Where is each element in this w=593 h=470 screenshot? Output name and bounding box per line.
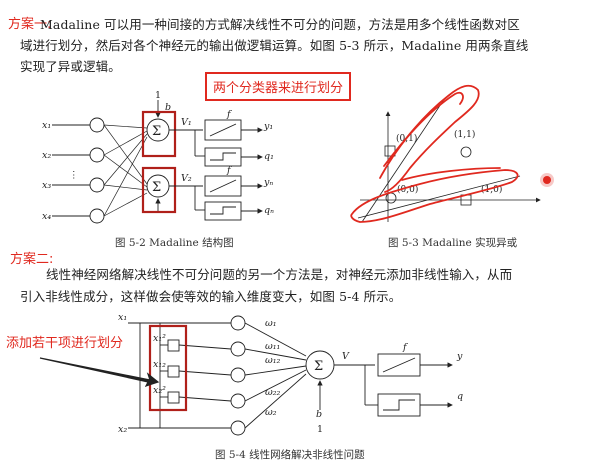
fig54-f: f [402, 342, 408, 353]
point-1-1 [460, 146, 472, 158]
fig52-qn: qₙ [264, 205, 274, 216]
fig54-sum: Σ [314, 359, 323, 374]
fig52-bias: 1 [155, 90, 161, 101]
fig54-x1sq: x₁² [153, 333, 166, 344]
fig52-dots: ⋮ [69, 170, 79, 181]
fig52-v1: V₁ [181, 117, 192, 128]
figure-5-4 [128, 315, 453, 436]
figure-5-2 [52, 100, 263, 224]
paragraph1-line1: Madaline 可以用一种间接的方式解决线性不可分的问题，方法是用多个线性函数… [40, 17, 520, 32]
fig52-sum2: Σ [152, 180, 161, 195]
input-node-2 [89, 147, 105, 163]
fig53-p00: (0,0) [397, 184, 418, 195]
fig52-f2: f [226, 165, 232, 176]
input-node-1 [89, 117, 105, 133]
fig54-x2sq: x₂² [153, 385, 166, 396]
fig52-sum1: Σ [152, 124, 161, 139]
fig54-v: V [342, 351, 350, 362]
scheme2-label: 方案二: [10, 252, 54, 267]
fig54-one: 1 [317, 424, 323, 435]
fig52-x1: x₁ [42, 120, 51, 131]
fig53-p10: (1,0) [481, 184, 502, 195]
fig54-x2: x₂ [118, 424, 127, 435]
fig54-x12: x₁₂ [153, 359, 166, 370]
paragraph1-line3: 实现了异或逻辑。 [20, 59, 121, 74]
fig53-p11: (1,1) [454, 129, 475, 140]
annotation-box-note: 两个分类器来进行划分 [205, 72, 352, 101]
fig52-f1: f [226, 109, 232, 120]
input-node-4 [89, 208, 105, 224]
input-node-3 [89, 177, 105, 193]
annotation-arrow-icon [39, 357, 160, 388]
fig52-x2: x₂ [42, 150, 51, 161]
fig52-caption: 图 5-2 Madaline 结构图 [115, 236, 234, 249]
scheme1-label: 方案一: [8, 17, 52, 32]
annotation-left-note: 添加若干项进行划分 [6, 336, 124, 351]
fig54-b: b [316, 409, 322, 420]
fig54-caption: 图 5-4 线性网络解决非线性问题 [215, 448, 365, 461]
fig53-caption: 图 5-3 Madaline 实现异或 [388, 236, 518, 249]
fig52-y1: y₁ [263, 121, 273, 132]
fig54-w12: ω₁₂ [265, 355, 281, 366]
figure-5-3 [357, 97, 541, 223]
point-0-0 [385, 192, 397, 204]
fig54-x1: x₁ [118, 312, 127, 323]
fig52-x4: x₄ [42, 211, 51, 222]
fig52-v2: V₂ [181, 173, 192, 184]
red-hand-outlines [350, 84, 519, 223]
red-marker-dot [543, 176, 551, 184]
fig54-q: q [457, 391, 463, 402]
paragraph2-line2: 引入非线性成分，这样做会使等效的输入维度变大，如图 5-4 所示。 [20, 289, 402, 304]
fig52-yn: yₙ [263, 177, 273, 188]
fig52-x3: x₃ [42, 180, 51, 191]
fig54-w22: ω₂₂ [265, 387, 281, 398]
paragraph1-line2: 域进行划分，然后对各个神经元的输出做逻辑运算。如图 5-3 所示，Madalin… [20, 38, 529, 53]
fig54-w11: ω₁₁ [265, 341, 280, 352]
fig54-w1: ω₁ [265, 318, 277, 329]
fig54-w2: ω₂ [265, 407, 277, 418]
fig52-b: b [165, 102, 171, 113]
fig54-y: y [456, 351, 463, 362]
fig52-q1: q₁ [264, 151, 274, 162]
paragraph2-line1: 线性神经网络解决线性不可分问题的另一个方法是，对神经元添加非线性输入，从而 [46, 267, 513, 282]
